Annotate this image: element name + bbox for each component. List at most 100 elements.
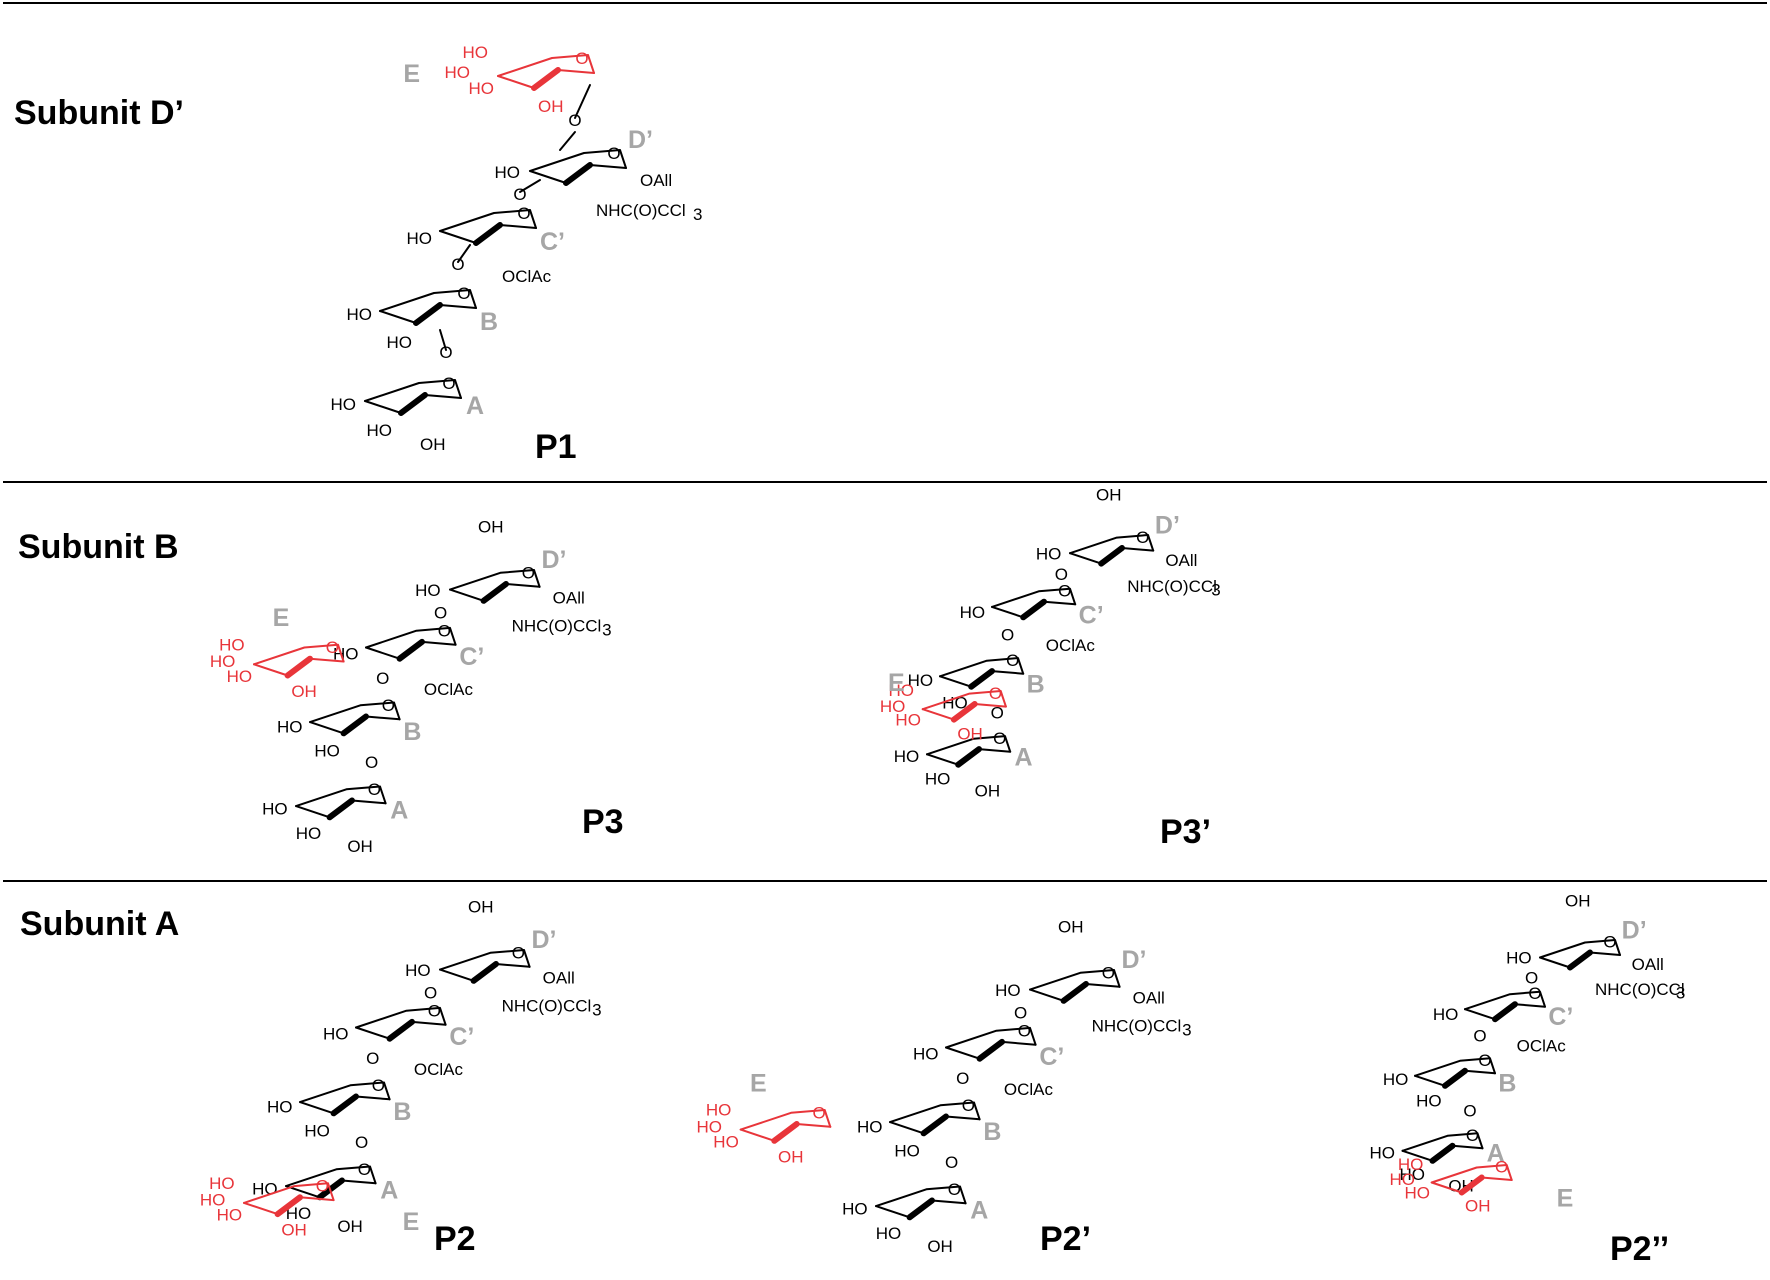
ether-oxygen: O — [1014, 1004, 1027, 1023]
ring-bond — [424, 394, 462, 399]
ring-bond — [364, 379, 462, 402]
ring-bond — [421, 640, 457, 646]
hydroxyl-label: HO — [277, 717, 303, 736]
compound-label-p2-prime: P2’ — [1040, 1220, 1091, 1258]
ring-oxygen: O — [358, 1160, 371, 1179]
hydroxyl-label: HO — [210, 652, 236, 671]
compound-label-p2-double-prime: P2’’ — [1610, 1230, 1669, 1268]
amide-label: NHC(O)CCl — [502, 997, 592, 1016]
ring-bond — [926, 735, 1012, 756]
chloroacetyl-label: OClAc — [1517, 1037, 1567, 1056]
ring-bond — [926, 753, 960, 766]
allyl-label: OAll — [640, 171, 672, 190]
hydroxyl-label: OH — [420, 435, 446, 454]
hydroxyl-label: HO — [495, 163, 521, 182]
ring-bond — [449, 588, 485, 602]
ring-wedge — [326, 797, 355, 821]
ether-oxygen: O — [366, 1049, 379, 1068]
ring-oxygen: O — [1136, 528, 1149, 547]
hydroxyl-label: HO — [1383, 1070, 1409, 1089]
ring-bond — [529, 149, 627, 172]
ring-bond — [1514, 1003, 1546, 1008]
ring-bond — [355, 1026, 391, 1040]
ring-wedge — [480, 581, 509, 604]
ring-wedge — [950, 701, 978, 723]
ring-oxygen: O — [1603, 933, 1616, 952]
ring-oxygen: O — [326, 638, 339, 657]
ether-oxygen: O — [568, 111, 581, 130]
hydroxyl-label: HO — [1433, 1005, 1459, 1024]
ring-bond — [299, 1081, 391, 1104]
ring-label-e: E — [888, 669, 905, 697]
ring-wedge — [284, 655, 313, 679]
ring-bond — [1414, 1074, 1446, 1087]
section-title-d-prime: Subunit D’ — [14, 94, 184, 132]
ring-wedge — [1060, 981, 1089, 1004]
amide-label: NHC(O)CCl — [1595, 980, 1685, 999]
chloroacetyl-label: OClAc — [502, 267, 552, 286]
ring-oxygen: O — [1495, 1158, 1508, 1177]
hydroxyl-label: HO — [347, 305, 373, 324]
ring-oxygen: O — [512, 943, 525, 962]
ring-bond — [1430, 1164, 1513, 1184]
ring-bond — [889, 1121, 925, 1135]
hydroxyl-label: OH — [927, 1237, 953, 1256]
amide-subscript: 3 — [1211, 581, 1220, 600]
ring-label-c-prime: C’ — [459, 643, 484, 671]
ring-bond — [1464, 1008, 1496, 1021]
ring-oxygen: O — [1058, 582, 1071, 601]
ring-bond — [341, 1179, 377, 1185]
ring-bond — [945, 1115, 981, 1121]
hydroxyl-label: HO — [880, 697, 906, 716]
hydroxyl-label: OH — [1465, 1197, 1491, 1216]
ring-bond — [365, 715, 401, 721]
ring-bond — [439, 949, 531, 971]
ring-wedge — [563, 162, 593, 186]
hydroxyl-label: OH — [291, 682, 317, 701]
ring-bond — [1480, 1176, 1513, 1181]
hydroxyl-label: HO — [262, 800, 288, 819]
hydroxyl-label: HO — [407, 229, 433, 248]
ring-bond — [439, 304, 477, 309]
hydroxyl-label: HO — [415, 581, 441, 600]
ring-bond — [309, 721, 345, 735]
ring-bond — [495, 963, 531, 968]
chloroacetyl-label: OClAc — [1046, 636, 1096, 655]
ring-wedge — [1098, 545, 1125, 567]
ring-bond — [365, 626, 457, 649]
hydroxyl-label: HO — [469, 79, 495, 98]
glycosidic-bond — [559, 131, 576, 151]
hydroxyl-label: HO — [706, 1101, 732, 1120]
amide-subscript: 3 — [1676, 983, 1685, 1002]
hydroxyl-label: HO — [1390, 1170, 1416, 1189]
ring-wedge — [906, 1197, 935, 1221]
hydroxyl-label: HO — [304, 1122, 330, 1141]
hydroxyl-label: HO — [217, 1206, 243, 1225]
ring-bond — [379, 289, 477, 312]
ring-wedge — [1442, 1067, 1468, 1089]
ether-oxygen: O — [1001, 626, 1014, 645]
ether-oxygen: O — [513, 185, 526, 204]
ring-oxygen: O — [1466, 1126, 1479, 1145]
ring-bond — [299, 1196, 335, 1202]
ring-bond — [295, 785, 387, 808]
hydroxyl-label: HO — [913, 1045, 939, 1064]
ring-label-b: B — [480, 308, 498, 336]
ring-bond — [1464, 1069, 1496, 1075]
ring-wedge — [470, 961, 499, 984]
ring-bond — [939, 675, 973, 688]
ring-label-d-prime: D’ — [1155, 511, 1180, 539]
hydroxyl-label: OH — [337, 1217, 363, 1236]
glycosidic-bond — [519, 179, 541, 193]
hydroxyl-label: HO — [227, 667, 253, 686]
ring-bond — [364, 400, 402, 414]
amide-subscript: 3 — [602, 620, 611, 639]
hydroxyl-label: HO — [876, 1224, 902, 1243]
ring-label-c-prime: C’ — [449, 1023, 474, 1051]
ring-wedge — [398, 392, 428, 416]
ring-bond — [351, 799, 387, 805]
amide-subscript: 3 — [1182, 1020, 1191, 1039]
ring-label-d-prime: D’ — [1622, 916, 1647, 944]
